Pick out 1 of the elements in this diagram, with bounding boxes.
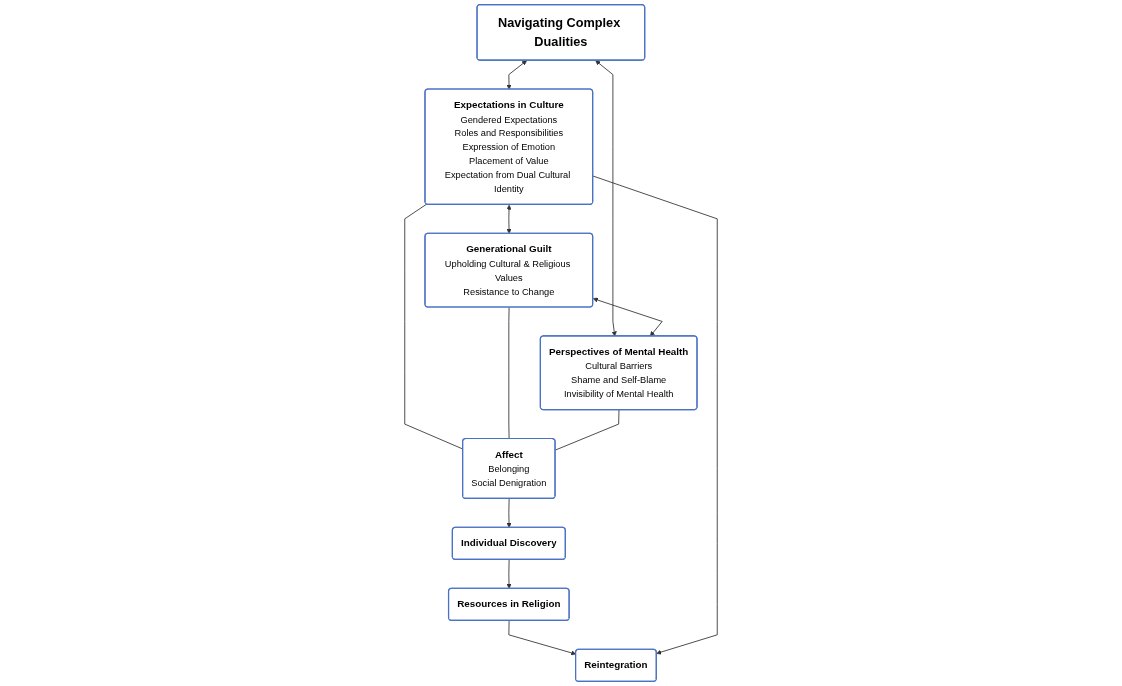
connector [508,306,510,440]
